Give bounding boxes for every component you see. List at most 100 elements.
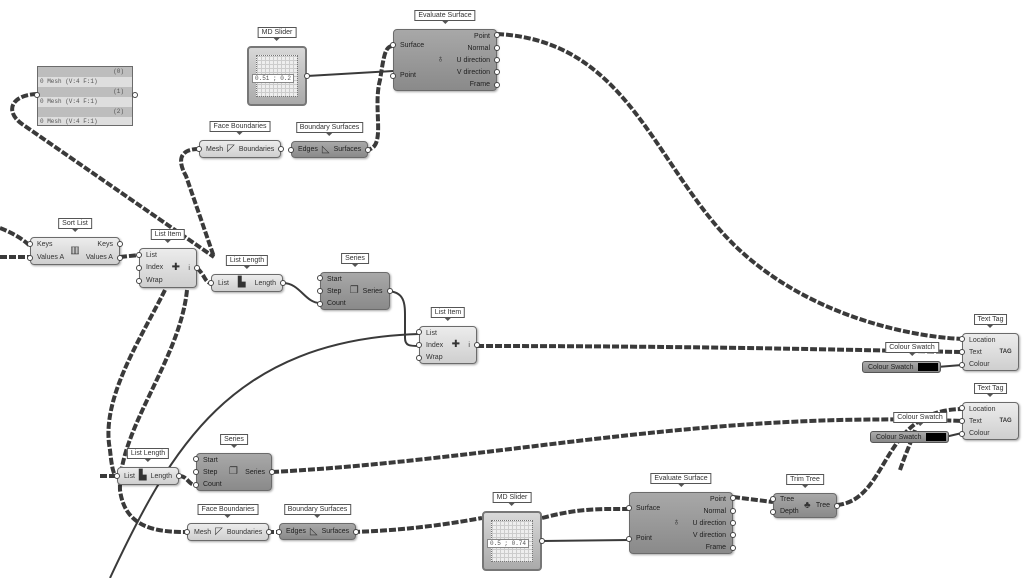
input-text[interactable]: Text (969, 417, 982, 425)
output-normal[interactable]: Normal (467, 44, 490, 52)
single-item-wire[interactable] (385, 290, 420, 347)
input-grip[interactable] (626, 535, 632, 542)
output-grip[interactable] (730, 495, 736, 502)
output-grip[interactable] (494, 81, 500, 88)
data-tree-wire[interactable] (732, 495, 774, 504)
input-grip[interactable] (193, 469, 199, 475)
input-grip[interactable] (959, 430, 965, 437)
component-fb2[interactable]: Mesh◸Boundaries (187, 523, 270, 541)
output-grip[interactable] (730, 544, 736, 551)
input-point[interactable]: Point (400, 71, 416, 79)
output-grip[interactable] (387, 288, 393, 294)
input-grip[interactable] (288, 146, 294, 153)
input-index[interactable]: Index (146, 264, 164, 272)
output-length[interactable]: Length (150, 472, 173, 480)
input-grip[interactable] (626, 504, 632, 511)
output-i[interactable]: i (468, 341, 470, 349)
component-ll1[interactable]: List▙Length (211, 274, 283, 292)
input-start[interactable]: Start (203, 456, 218, 464)
output-grip[interactable] (278, 146, 284, 152)
output-grip[interactable] (304, 73, 310, 79)
output-values-a[interactable]: Values A (85, 254, 113, 261)
data-tree-wire[interactable] (541, 506, 630, 520)
output-u-direction[interactable]: U direction (456, 56, 490, 64)
data-panel[interactable]: (0)0 Mesh (V:4 F:1)(1)0 Mesh (V:4 F:1)(2… (37, 66, 133, 126)
input-grip[interactable] (416, 342, 422, 348)
single-item-wire[interactable] (541, 539, 630, 542)
input-surface[interactable]: Surface (636, 504, 661, 512)
output-tree[interactable]: Tree (815, 502, 830, 509)
output-grip[interactable] (474, 342, 480, 348)
output-v-direction[interactable]: V direction (692, 531, 726, 539)
input-location[interactable]: Location (969, 336, 996, 344)
output-grip[interactable] (365, 146, 371, 153)
data-tree-wire[interactable] (119, 253, 140, 259)
input-mesh[interactable]: Mesh (194, 528, 212, 536)
colour-chip[interactable] (917, 363, 938, 371)
output-v-direction[interactable]: V direction (456, 68, 490, 76)
input-grip[interactable] (770, 496, 776, 503)
input-grip[interactable] (416, 354, 422, 361)
input-grip[interactable] (27, 241, 33, 247)
input-colour[interactable]: Colour (969, 429, 990, 437)
input-point[interactable]: Point (636, 534, 652, 542)
input-surface[interactable]: Surface (400, 41, 425, 49)
output-i[interactable]: i (188, 264, 190, 272)
input-edges[interactable]: Edges (298, 146, 318, 153)
data-tree-wire[interactable] (836, 407, 963, 507)
input-values-a[interactable]: Values A (37, 254, 65, 261)
output-normal[interactable]: Normal (703, 507, 726, 515)
output-series[interactable]: Series (362, 287, 383, 295)
input-grip[interactable] (136, 278, 142, 285)
output-boundaries[interactable]: Boundaries (226, 528, 263, 536)
input-tree[interactable]: Tree (780, 496, 795, 504)
output-length[interactable]: Length (254, 279, 276, 287)
input-grip[interactable] (959, 418, 965, 424)
data-tree-wire[interactable] (10, 92, 216, 259)
output-surfaces[interactable]: Surfaces (333, 146, 362, 153)
output-u-direction[interactable]: U direction (692, 519, 726, 527)
input-grip[interactable] (193, 481, 199, 488)
input-start[interactable]: Start (327, 275, 342, 283)
colour-swatch[interactable]: Colour Swatch (862, 361, 941, 373)
input-grip[interactable] (136, 251, 142, 258)
input-step[interactable]: Step (203, 468, 218, 476)
input-step[interactable]: Step (327, 287, 342, 295)
output-grip[interactable] (117, 241, 123, 247)
single-item-wire[interactable] (936, 364, 963, 368)
output-grip[interactable] (730, 507, 736, 514)
input-grip[interactable] (390, 41, 396, 48)
input-grip[interactable] (959, 361, 965, 368)
input-grip[interactable] (416, 329, 422, 336)
input-wrap[interactable]: Wrap (146, 277, 163, 285)
input-grip[interactable] (193, 456, 199, 463)
output-grip[interactable] (353, 528, 359, 535)
input-wrap[interactable]: Wrap (426, 353, 443, 361)
input-count[interactable]: Count (327, 299, 346, 307)
output-frame[interactable]: Frame (705, 543, 726, 551)
data-tree-wire[interactable] (179, 147, 216, 258)
output-frame[interactable]: Frame (469, 80, 490, 88)
input-grip[interactable] (959, 349, 965, 355)
output-surfaces[interactable]: Surfaces (321, 528, 350, 535)
input-grip[interactable] (184, 529, 190, 535)
data-tree-wire[interactable] (496, 32, 963, 341)
input-location[interactable]: Location (969, 405, 996, 413)
single-item-wire[interactable] (282, 282, 321, 304)
input-colour[interactable]: Colour (969, 360, 990, 368)
input-grip[interactable] (208, 280, 214, 286)
input-list[interactable]: List (218, 279, 229, 287)
component-bs1[interactable]: Edges◺Surfaces (291, 141, 369, 158)
input-list[interactable]: List (146, 251, 157, 259)
data-tree-wire[interactable] (271, 417, 963, 474)
input-grip[interactable] (317, 288, 323, 294)
input-grip[interactable] (770, 508, 776, 515)
input-grip[interactable] (317, 300, 323, 307)
